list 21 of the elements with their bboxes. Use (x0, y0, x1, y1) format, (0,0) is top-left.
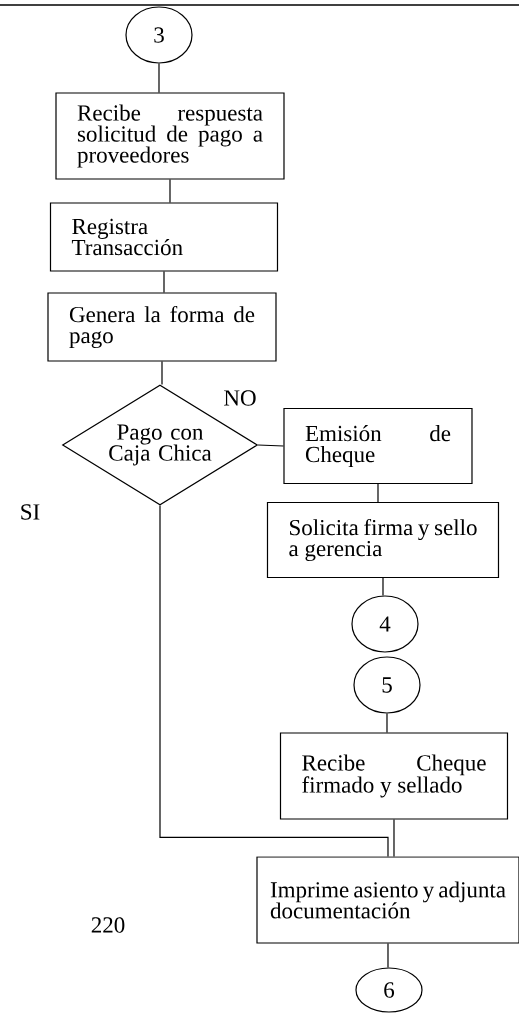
edge-label: NO (224, 390, 256, 406)
connector-line (377, 483, 379, 503)
connector-line (158, 63, 160, 93)
text-label: SI (21, 504, 40, 520)
connector-line (393, 819, 395, 857)
text-label: 220 (91, 917, 125, 933)
connector-line (161, 361, 163, 385)
connector-line (386, 713, 388, 733)
process-box: Recibe respuesta solicitud de pago a proveedores (55, 92, 285, 180)
connector-line (382, 577, 384, 596)
process-box: Genera la forma de pago (47, 292, 277, 362)
connector-line (387, 943, 389, 968)
process-box: Recibe Cheque firmado y sellado (279, 732, 509, 820)
connector-line (257, 444, 284, 447)
connector-line (169, 179, 171, 203)
process-box: Solicita firma y sello a gerencia (266, 501, 500, 579)
connector-line (163, 271, 165, 293)
process-box: Imprime asiento y adjunta documentación (256, 856, 519, 944)
connector-line (159, 505, 389, 857)
process-box: Emisión de Cheque (283, 407, 473, 485)
process-box: Registra Transacción (49, 202, 279, 272)
